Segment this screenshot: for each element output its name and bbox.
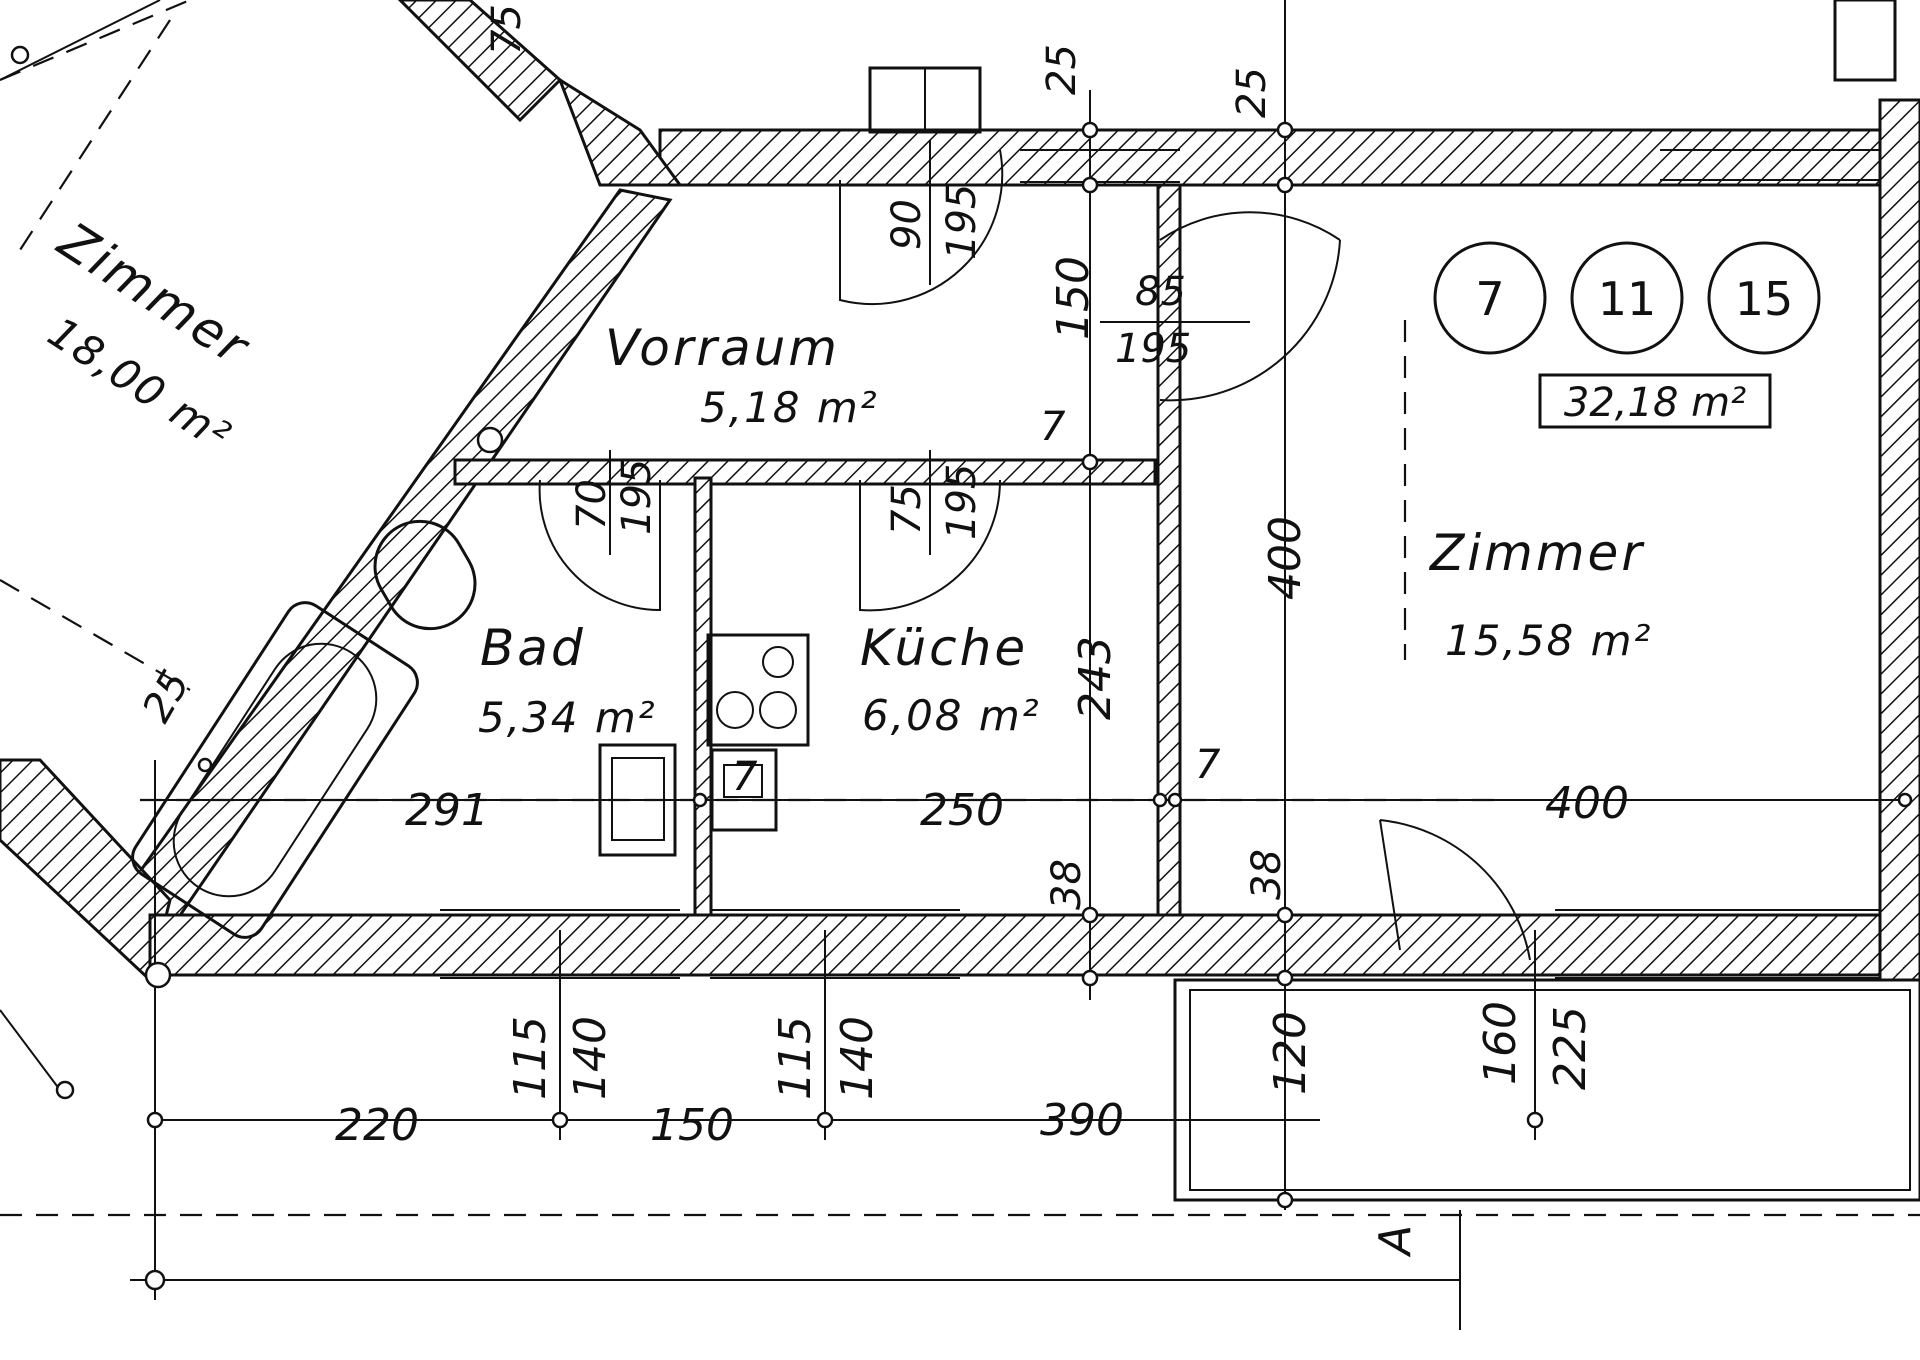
- total-area: 32,18 m²: [1564, 380, 1746, 426]
- room-name-bad: Bad: [480, 619, 586, 677]
- balcony: [1173, 978, 1920, 1202]
- dim-h-150: 150: [650, 1100, 734, 1151]
- door-entry-width: 90: [884, 199, 930, 250]
- unit-number-1: 7: [1475, 272, 1504, 326]
- door-swings: [538, 149, 1531, 961]
- dim-h-400: 400: [1545, 778, 1629, 829]
- dimension-texts: 25 25 75 150 400 243 7 7 7 25 291 250 40…: [134, 4, 1629, 1258]
- dim-w2-140: 140: [832, 1016, 883, 1100]
- wall-top-angled: [557, 76, 683, 187]
- dim-b-225: 225: [1545, 1006, 1596, 1090]
- dim-b-160: 160: [1475, 1001, 1526, 1085]
- door-bad-height: 195: [614, 459, 660, 535]
- unit-circle-3: [1707, 241, 1821, 355]
- dimension-lines: [0, 0, 1910, 1330]
- dim-w1-140: 140: [565, 1016, 616, 1100]
- dim-h-291: 291: [405, 785, 489, 836]
- unit-circles: 7 11 15 32,18 m²: [1433, 241, 1821, 429]
- dimension-dots: [10, 45, 1913, 1291]
- unit-circle-2: [1570, 241, 1684, 355]
- door-zimmer-height: 195: [1115, 326, 1191, 372]
- dim-38-a: 38: [1044, 859, 1090, 910]
- dim-h-250: 250: [920, 785, 1004, 836]
- room-area-zimmer-right: 15,58 m²: [1445, 616, 1652, 665]
- unit-number-3: 15: [1735, 272, 1794, 326]
- wall-bottom: [148, 913, 1920, 977]
- dim-h-390: 390: [1040, 1095, 1124, 1146]
- dim-w2-115: 115: [770, 1016, 821, 1100]
- section-marker: A: [1370, 1225, 1421, 1258]
- door-fraction-lines: [609, 140, 1250, 555]
- room-name-zimmer-right: Zimmer: [1428, 524, 1645, 582]
- door-entry-height: 195: [939, 184, 985, 260]
- room-area-bad: 5,34 m²: [478, 693, 657, 742]
- dim-b-120: 120: [1265, 1011, 1316, 1095]
- dim-7-b: 7: [1195, 742, 1221, 788]
- wall-top-left-stub: [397, 0, 563, 123]
- room-area-kueche: 6,08 m²: [862, 691, 1041, 740]
- wall-right: [1878, 98, 1920, 982]
- unit-number-2: 11: [1598, 272, 1657, 326]
- room-name-kueche: Küche: [860, 619, 1028, 677]
- room-name-vorraum: Vorraum: [605, 319, 840, 377]
- door-zimmer-width: 85: [1135, 269, 1186, 315]
- top-right-box: [1833, 0, 1897, 82]
- dim-v-243: 243: [1070, 636, 1121, 720]
- door-bad-width: 70: [569, 479, 615, 530]
- door-kueche-height: 195: [939, 464, 985, 540]
- dim-7-c: 7: [732, 754, 758, 800]
- unit-circle-1: [1433, 241, 1547, 355]
- room-area-vorraum: 5,18 m²: [700, 383, 879, 432]
- door-kueche-width: 75: [884, 484, 930, 535]
- dim-top-25-b: 25: [1229, 67, 1275, 118]
- wall-kueche-zimmer: [1156, 183, 1182, 917]
- wall-vorraum-bad: [453, 458, 1157, 486]
- total-area-box: [1538, 373, 1772, 429]
- windows: [440, 149, 1880, 979]
- door-labels: 90 195 85 195 70 195 75 195: [569, 184, 1191, 540]
- dim-v-400: 400: [1260, 516, 1311, 600]
- dim-top-75: 75: [484, 4, 530, 55]
- dim-38-b: 38: [1244, 849, 1290, 900]
- dim-h-220: 220: [335, 1100, 419, 1151]
- dim-7-a: 7: [1040, 404, 1066, 450]
- dim-top-25-a: 25: [1039, 44, 1085, 95]
- dim-25-side: 25: [134, 663, 199, 730]
- dim-v-150: 150: [1048, 256, 1099, 340]
- dim-w1-115: 115: [505, 1016, 556, 1100]
- walls: [0, 0, 1920, 983]
